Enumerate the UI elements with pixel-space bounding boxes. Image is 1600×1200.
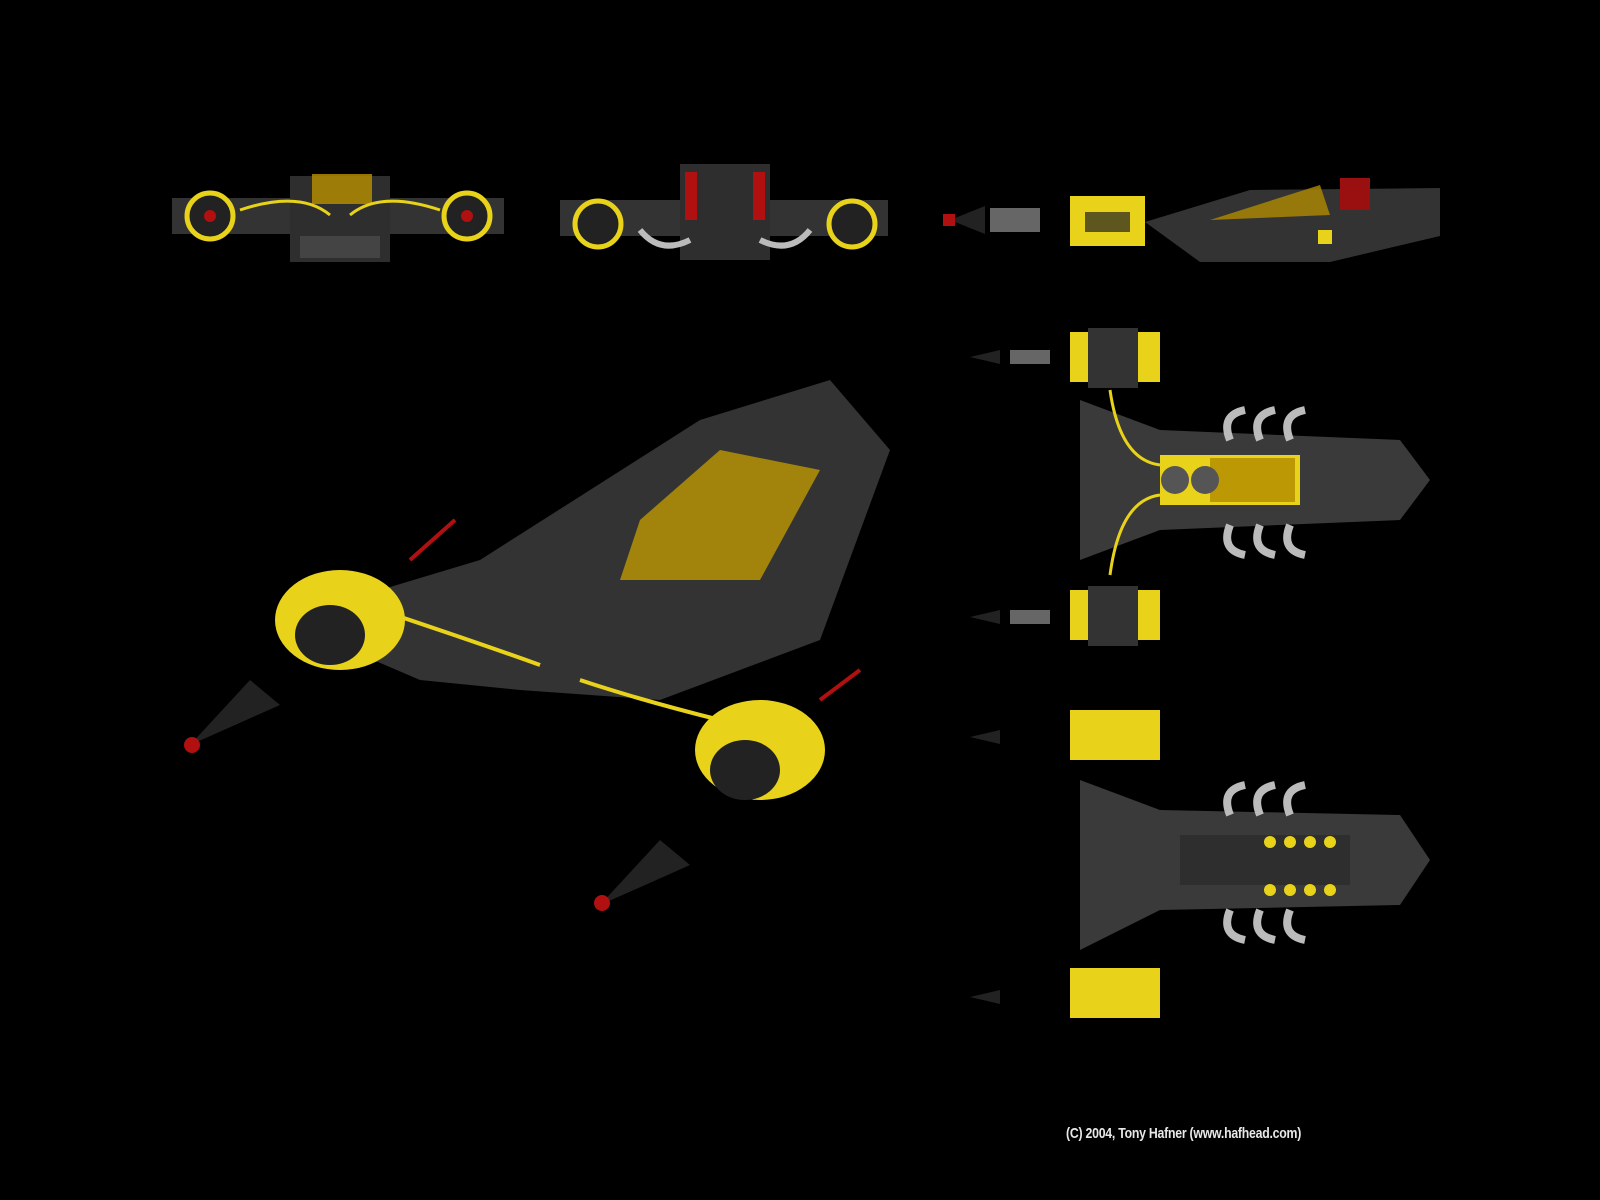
rear-view — [560, 164, 888, 260]
side-view — [943, 178, 1440, 262]
top-view — [970, 328, 1430, 646]
copyright-credit: (C) 2004, Tony Hafner (www.hafhead.com) — [1066, 1125, 1302, 1142]
bottom-view — [970, 710, 1430, 1018]
perspective-view — [184, 380, 890, 911]
front-view — [172, 174, 504, 262]
